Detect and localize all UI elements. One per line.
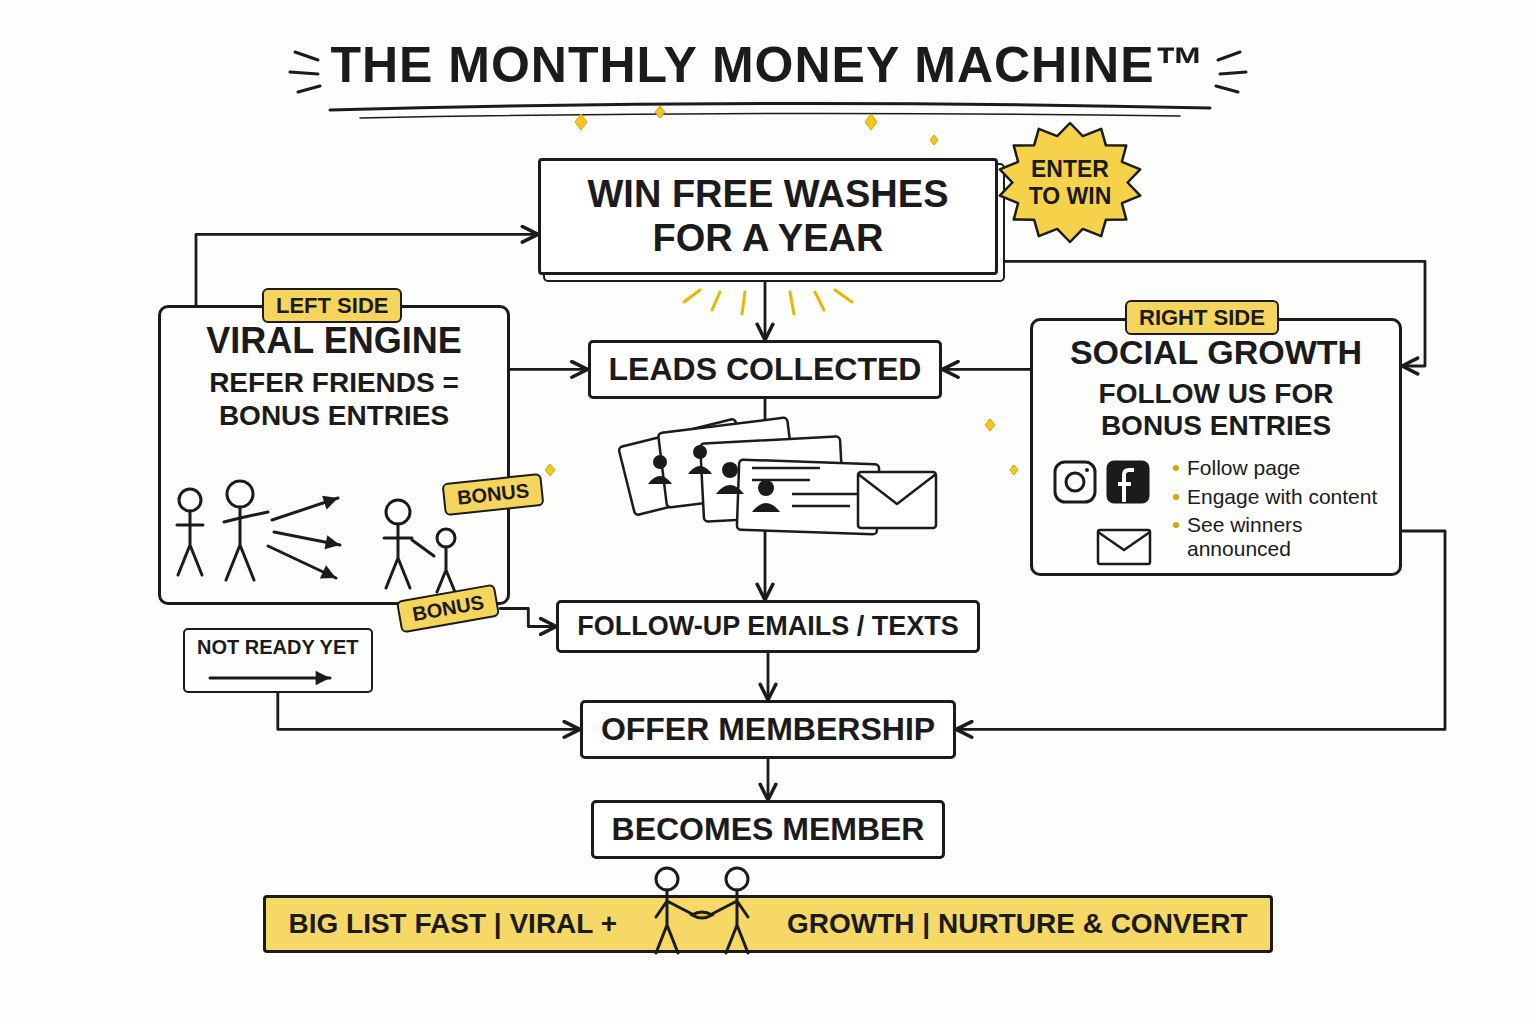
benefit-band: BIG LIST FAST | VIRAL + GROWTH | NURTURE … (263, 895, 1272, 953)
node-text: LEADS COLLECTED (609, 351, 922, 388)
node-text: REFER FRIENDS = BONUS ENTRIES (173, 367, 495, 431)
bonus-tag: BONUS (396, 584, 500, 634)
banner-rays (684, 290, 852, 314)
not-ready-arrow (210, 677, 330, 680)
flow-arrow (767, 759, 770, 800)
not-ready-box: NOT READY YET (183, 628, 373, 693)
leads-box: LEADS COLLECTED (588, 340, 943, 399)
flow-arrow (510, 368, 588, 371)
node-text: GROWTH | NURTURE & CONVERT (787, 908, 1247, 940)
social-panel: SOCIAL GROWTH FOLLOW US FOR BONUS ENTRIES… (1030, 318, 1402, 576)
prize-banner: WIN FREE WASHES FOR A YEAR (538, 158, 998, 275)
starburst-outline (1000, 123, 1140, 242)
handshake-figures (632, 865, 772, 955)
node-text: ENTER TO WIN (1021, 156, 1119, 209)
node-text: WIN FREE WASHES FOR A YEAR (555, 173, 981, 260)
bonus-tag: BONUS (442, 473, 545, 516)
node-text: BIG LIST FAST | VIRAL + (288, 908, 617, 940)
process-box: OFFER MEMBERSHIP (580, 700, 956, 759)
side-tag: RIGHT SIDE (1125, 300, 1279, 335)
node-text: Engage with content (1171, 485, 1387, 509)
viral-panel: VIRAL ENGINE REFER FRIENDS = BONUS ENTRIE… (158, 305, 510, 605)
node-text: LEFT SIDE (276, 293, 388, 318)
enter-starburst: ENTER TO WIN (995, 120, 1145, 245)
node-text: BONUS (411, 591, 486, 626)
process-box: BECOMES MEMBER (591, 800, 946, 859)
flow-arrow (764, 275, 767, 340)
flow-arrow (500, 609, 556, 627)
band-gap (617, 919, 787, 929)
node-text: NOT READY YET (197, 636, 359, 659)
flow-arrow (767, 653, 770, 700)
node-text: FOLLOW-UP EMAILS / TEXTS (577, 611, 958, 642)
node-text: FOLLOW US FOR BONUS ENTRIES (1045, 378, 1387, 442)
node-text: Follow page (1171, 456, 1387, 480)
node-text: BECOMES MEMBER (612, 811, 925, 848)
node-text: RIGHT SIDE (1139, 305, 1265, 330)
node-text: VIRAL ENGINE (173, 320, 495, 361)
referral-figures (177, 481, 455, 592)
diagram-title: THE MONTHLY MONEY MACHINE™ (0, 36, 1536, 94)
social-icons (1055, 462, 1150, 564)
node-text: SOCIAL GROWTH (1045, 333, 1387, 372)
side-tag: LEFT SIDE (262, 288, 402, 323)
node-text: BONUS (456, 479, 530, 509)
lead-cards (618, 417, 936, 534)
followup-box: FOLLOW-UP EMAILS / TEXTS (556, 600, 979, 653)
flow-arrow (942, 368, 1030, 371)
node-text: OFFER MEMBERSHIP (601, 711, 935, 748)
flow-arrow (278, 693, 580, 729)
node-text: See winners announced (1171, 513, 1387, 561)
